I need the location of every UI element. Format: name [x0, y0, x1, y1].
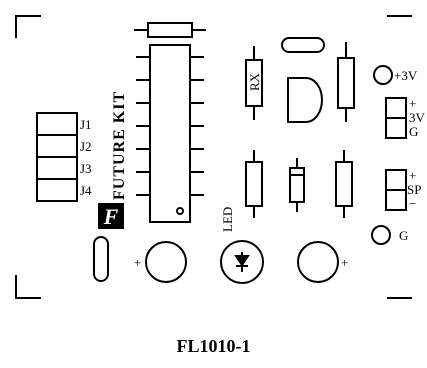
capacitor-right-polarity: +	[341, 255, 348, 270]
oval-pad-bottom	[93, 236, 109, 282]
crystal-pad	[281, 37, 325, 53]
resistor-lower-left	[245, 150, 263, 218]
ic-notch	[176, 207, 184, 215]
speaker-block	[385, 169, 407, 211]
label-speaker-minus: −	[409, 196, 416, 211]
label-speaker-plus: +	[409, 168, 416, 183]
ground-hole	[371, 225, 391, 245]
corner-mark-top-left	[15, 15, 41, 38]
capacitor-right	[297, 241, 339, 283]
resistor-right-top	[337, 42, 355, 122]
label-rx: RX	[247, 72, 262, 91]
transistor	[287, 77, 323, 123]
capacitor-left-polarity: +	[134, 255, 141, 270]
board-label: FL1010-1	[176, 336, 251, 356]
label-speaker-sp: SP	[407, 182, 421, 197]
resistor-top	[134, 22, 206, 38]
power-block	[385, 97, 407, 139]
brand-logo-letter: F	[103, 204, 119, 229]
label-ground-hole: G	[399, 228, 408, 243]
corner-marks	[15, 15, 412, 299]
led	[220, 240, 264, 284]
label-j2: J2	[80, 139, 92, 154]
label-power-3v: 3V	[409, 110, 426, 125]
brand-logo	[98, 203, 124, 229]
corner-mark-bottom-left	[15, 275, 41, 299]
label-power-hole: +3V	[394, 68, 418, 83]
power-hole	[373, 65, 393, 85]
led-symbol	[234, 252, 250, 272]
label-led: LED	[220, 207, 235, 232]
brand: F FUTURE KIT	[98, 91, 128, 229]
diode	[289, 158, 305, 212]
ic-chip	[136, 44, 204, 223]
label-power-plus: +	[409, 96, 416, 111]
resistor-rx	[245, 46, 263, 120]
brand-text: FUTURE KIT	[111, 91, 128, 200]
label-j3: J3	[80, 161, 92, 176]
label-j4: J4	[80, 183, 92, 198]
label-j1: J1	[80, 117, 92, 132]
resistor-lower-right	[335, 150, 353, 218]
capacitor-left	[145, 241, 187, 283]
connector-j	[36, 112, 78, 202]
label-power-g: G	[409, 124, 418, 139]
